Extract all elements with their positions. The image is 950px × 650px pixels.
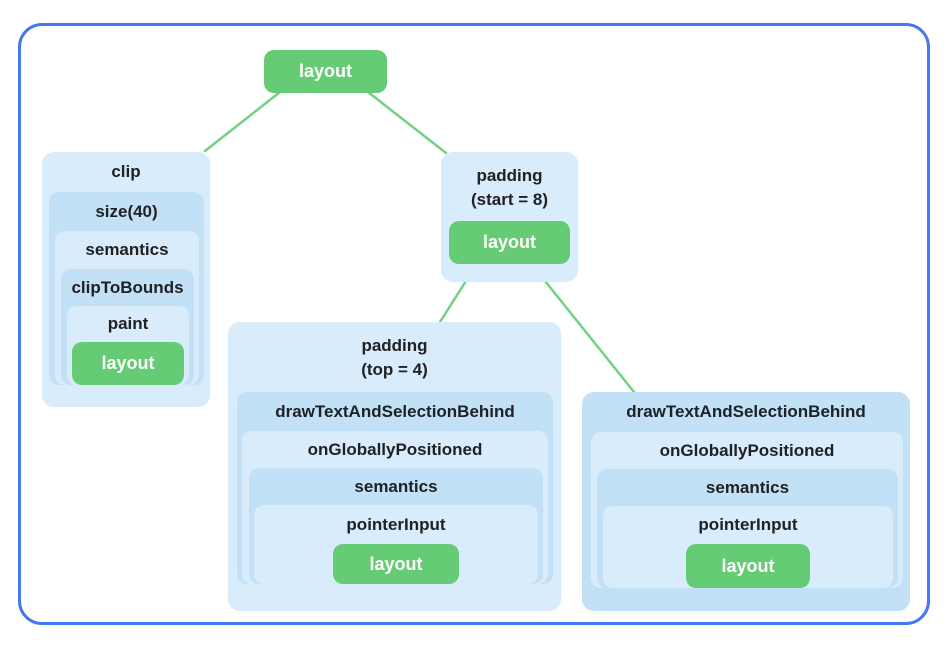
node-label-draw-text: drawTextAndSelectionBehind: [275, 402, 515, 421]
node-paint: paint layout: [67, 306, 189, 385]
node-draw-text: drawTextAndSelectionBehind onGloballyPos…: [237, 392, 553, 584]
connector-padding-start-to-draw-text: [543, 279, 636, 394]
node-pointer-input: pointerInput layout: [254, 505, 538, 584]
node-label-pointer-input: pointerInput: [698, 515, 798, 534]
node-label-padding-start: padding (start = 8): [441, 152, 578, 212]
padding-top-chain-node: padding (top = 4) drawTextAndSelectionBe…: [228, 322, 561, 611]
connector-padding-start-to-padding-top: [438, 279, 468, 324]
node-label-line2: (top = 4): [361, 360, 428, 379]
node-label-size: size(40): [95, 202, 158, 221]
clip-chain-node: clip size(40) semantics clipToBounds pai…: [42, 152, 210, 407]
node-label-line2: (start = 8): [471, 190, 548, 209]
node-label-on-globally-positioned: onGloballyPositioned: [307, 440, 483, 459]
node-label-on-globally-positioned: onGloballyPositioned: [659, 441, 835, 460]
node-clip-to-bounds: clipToBounds paint layout: [61, 269, 194, 385]
node-label-pointer-input: pointerInput: [346, 515, 446, 534]
node-pointer-input: pointerInput layout: [603, 506, 893, 588]
node-label-draw-text: drawTextAndSelectionBehind: [626, 402, 866, 421]
node-label-line1: padding: [476, 166, 543, 185]
node-label-semantics: semantics: [705, 478, 790, 497]
root-layout-node: layout: [264, 50, 387, 93]
node-on-globally-positioned: onGloballyPositioned semantics pointerIn…: [242, 431, 548, 584]
node-size: size(40) semantics clipToBounds paint la…: [49, 192, 204, 385]
node-semantics: semantics pointerInput layout: [249, 468, 543, 584]
node-semantics: semantics clipToBounds paint layout: [55, 231, 199, 385]
node-label-clip: clip: [111, 162, 141, 181]
node-label-paint: paint: [107, 314, 149, 333]
node-label-line1: padding: [361, 336, 428, 355]
connector-root-to-padding-start: [366, 90, 448, 155]
node-label-clip-to-bounds: clipToBounds: [71, 278, 184, 297]
layout-leaf-node: layout: [333, 544, 459, 584]
node-label-padding-top: padding (top = 4): [228, 322, 561, 392]
padding-start-node: padding (start = 8) layout: [441, 152, 578, 282]
connector-root-to-clip: [203, 90, 282, 153]
node-on-globally-positioned: onGloballyPositioned semantics pointerIn…: [591, 432, 903, 588]
draw-text-chain-node: drawTextAndSelectionBehind onGloballyPos…: [582, 392, 910, 611]
node-label-semantics: semantics: [354, 477, 438, 496]
layout-leaf-node: layout: [72, 342, 184, 385]
layout-leaf-node: layout: [686, 544, 810, 588]
layout-leaf-node: layout: [449, 221, 570, 264]
node-semantics: semantics pointerInput layout: [597, 469, 898, 588]
node-label-semantics: semantics: [85, 240, 169, 259]
